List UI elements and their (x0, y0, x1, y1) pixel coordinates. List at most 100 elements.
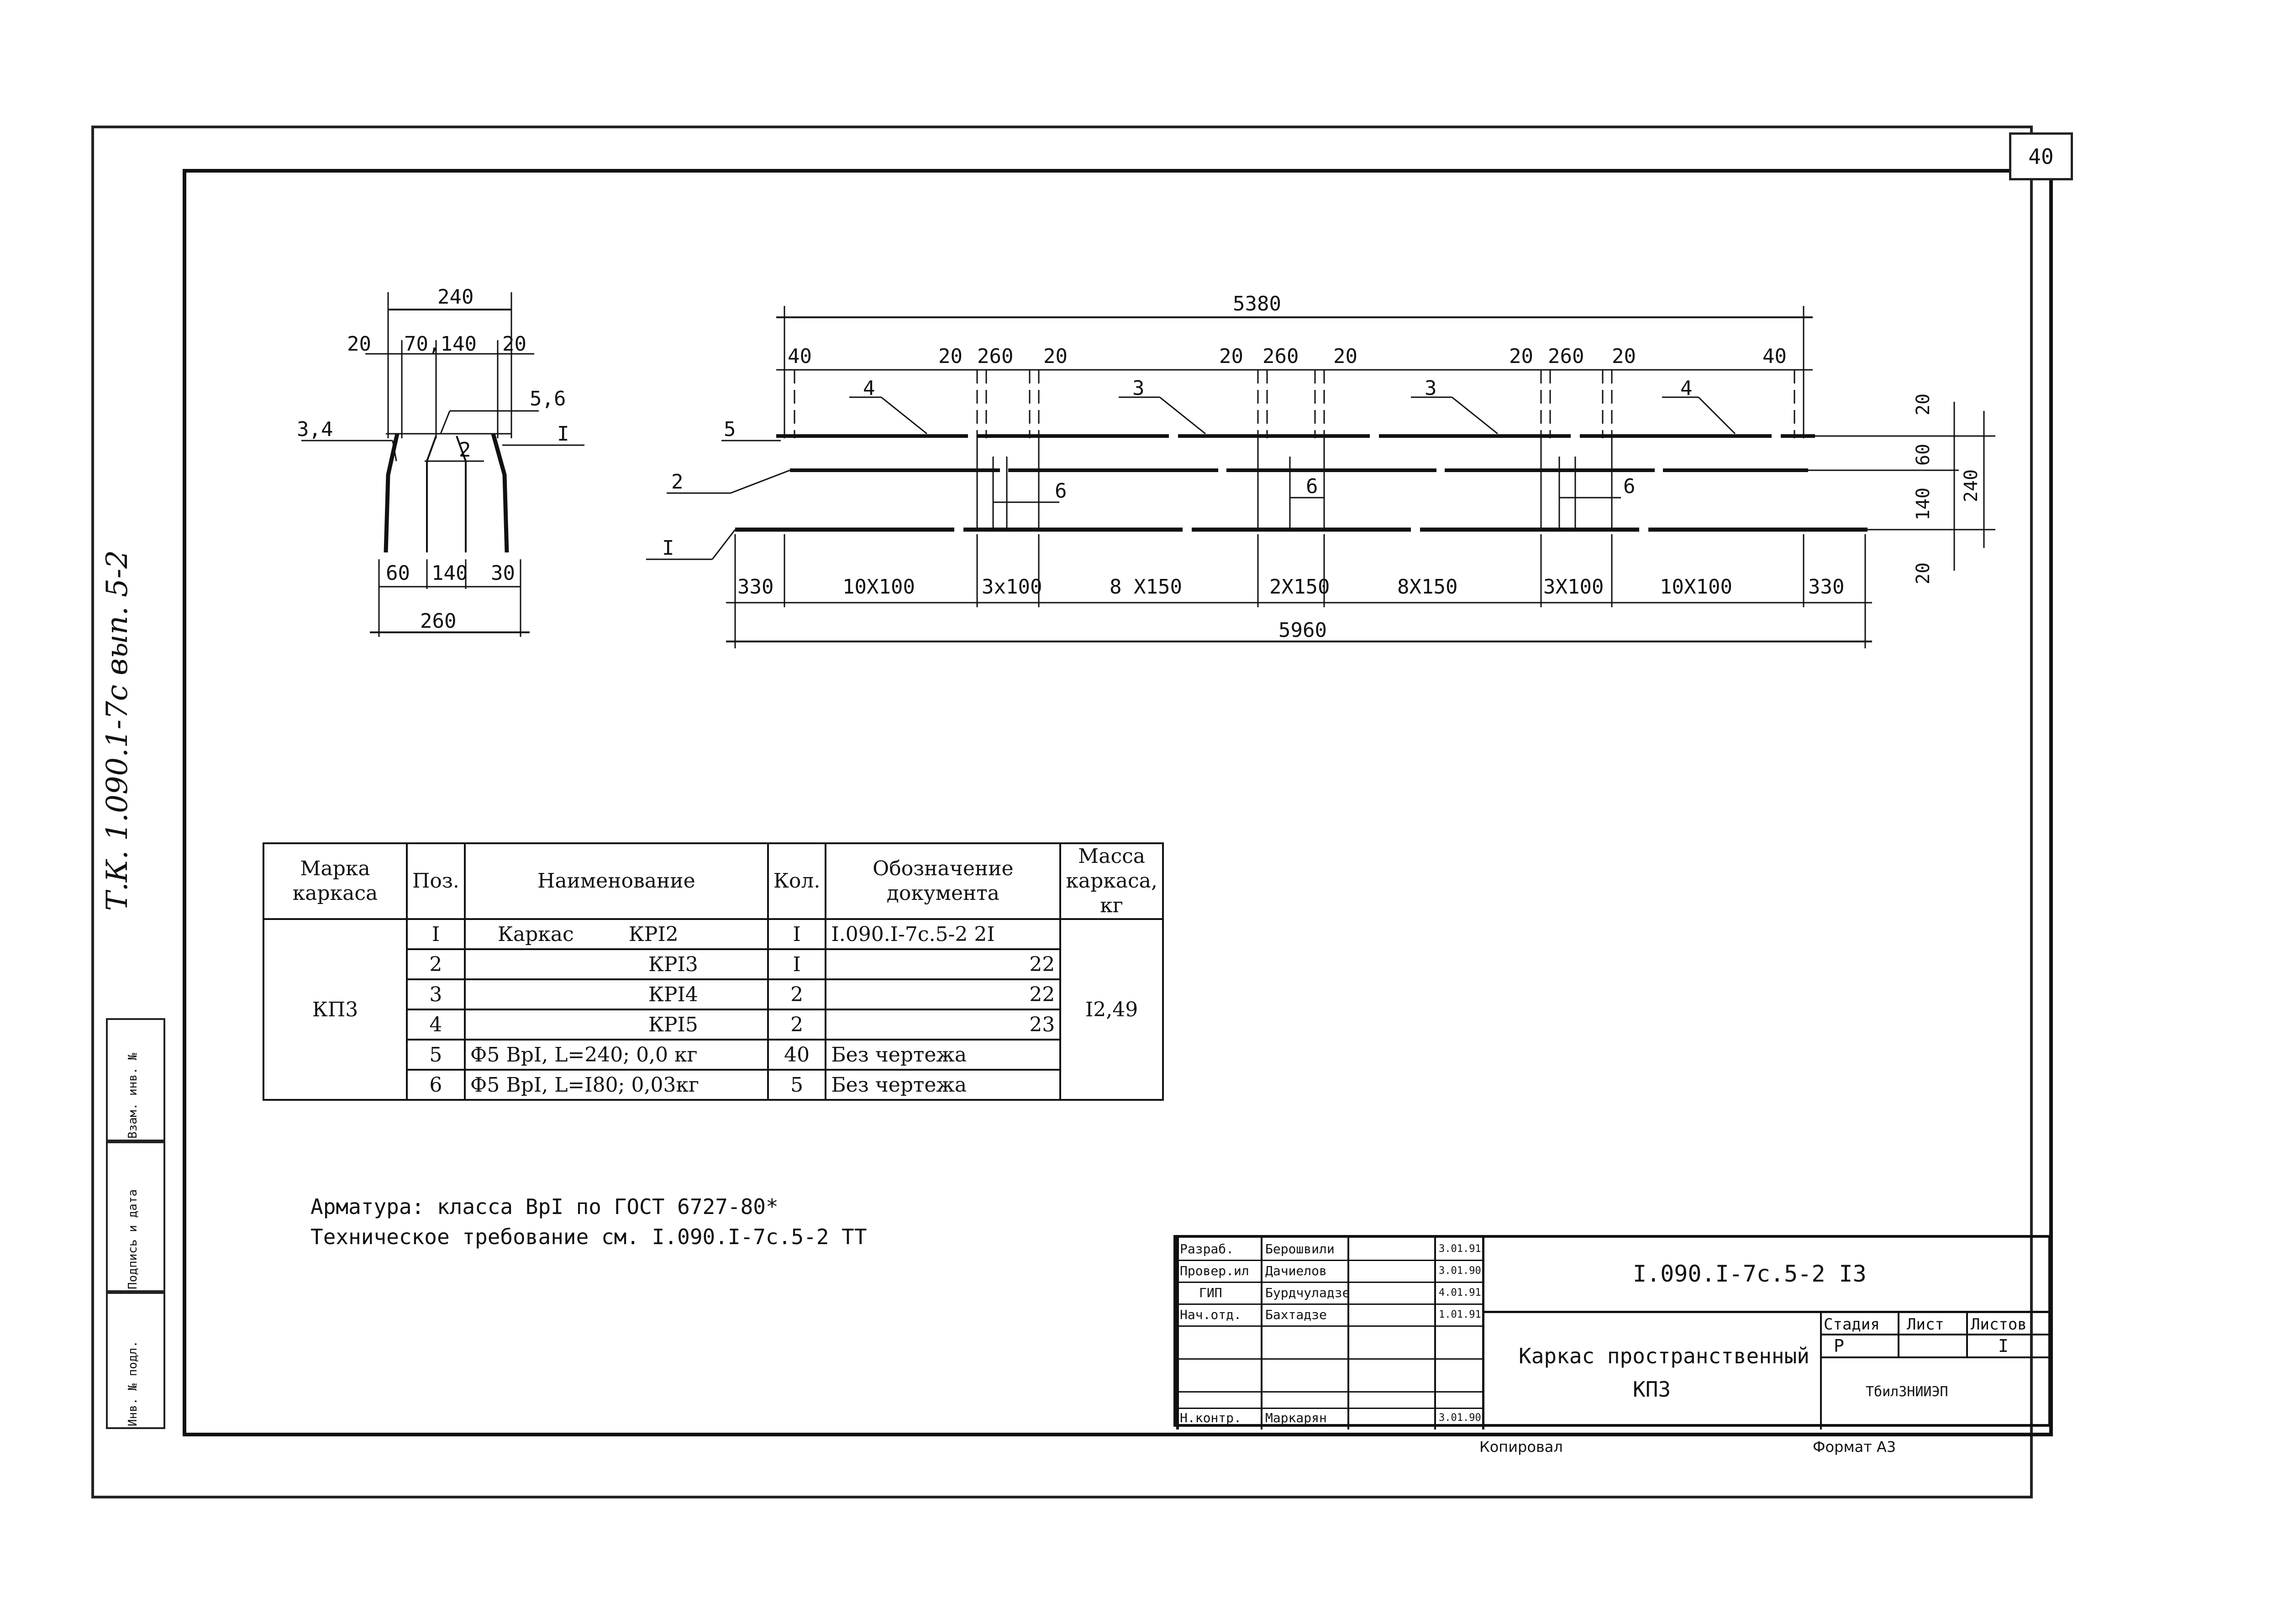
cell-mark: КП3 (263, 918, 408, 1101)
copied-by-label: Копировал (1479, 1438, 1563, 1456)
elev-bot-dim-1: 330 (737, 575, 773, 599)
elev-bot-dim-2: 10X100 (842, 575, 915, 599)
elev-top-dim-11: 40 (1762, 345, 1787, 368)
elev-bot-dim-6: 8X150 (1397, 575, 1457, 599)
elev-right-dim-20-bot: 20 (1913, 562, 1934, 584)
sheets-value: I (1998, 1336, 2009, 1356)
outer-frame (91, 126, 2033, 1498)
name-developer: Берошвили (1265, 1241, 1335, 1256)
name-dept-head: Бахтадзе (1265, 1307, 1327, 1322)
table-row: 5 Ф5 BpI, L=240; 0,0 кг 40 Без чертежа (263, 1039, 1163, 1071)
elev-top-dim-4: 20 (1043, 345, 1068, 368)
elev-label-5: 5 (724, 418, 736, 441)
elev-label-3b: 3 (1425, 377, 1437, 400)
section-drawing (301, 292, 584, 637)
date-developer: 3.01.91 (1439, 1243, 1481, 1255)
sheet-label: Лист (1907, 1315, 1944, 1334)
title-block: Разраб. Берошвили 3.01.91 Провер.ил Дачи… (1173, 1235, 2053, 1430)
header-mass: Масса каркаса, кг (1059, 842, 1164, 920)
header-pos: Поз. (406, 842, 466, 920)
elev-right-dim-60: 60 (1913, 444, 1934, 466)
elev-label-4a: 4 (863, 377, 875, 400)
role-dept-head: Нач.отд. (1180, 1307, 1241, 1322)
table-row: 3 КРI4 2 22 (263, 978, 1163, 1010)
elev-label-6a: 6 (1055, 479, 1067, 503)
cell-name: КРI4 (463, 978, 769, 1010)
stage-label: Стадия (1824, 1315, 1880, 1334)
elev-top-dim-1: 40 (788, 345, 812, 368)
elev-top-dim-8: 20 (1509, 345, 1533, 368)
section-dim-bot-mid: 140 (431, 562, 468, 585)
elevation-drawing (646, 306, 1995, 648)
section-dim-top-total: 240 (437, 285, 473, 309)
date-dept-head: 1.01.91 (1439, 1309, 1481, 1320)
elev-overall-top: 5380 (1233, 292, 1281, 315)
section-callout-right: I (557, 422, 569, 446)
name-norm-control: Маркарян (1265, 1410, 1327, 1425)
note-reinforcement: Арматура: класса BpI по ГОСТ 6727-80* (310, 1194, 779, 1219)
elev-overall-bottom: 5960 (1278, 619, 1327, 642)
sheet-number: 40 (2009, 132, 2073, 180)
section-callout-left: 3,4 (297, 418, 333, 441)
section-dim-bot-total: 260 (420, 610, 456, 633)
elev-bot-dim-5: 2X150 (1269, 575, 1330, 599)
elev-label-2: 2 (671, 470, 684, 494)
elev-top-dim-3: 260 (977, 345, 1013, 368)
elev-right-dim-140: 140 (1913, 488, 1934, 520)
elev-right-dim-total: 240 (1961, 469, 1982, 502)
document-code: I.090.I-7с.5-2 I3 (1633, 1261, 1867, 1287)
elev-label-6c: 6 (1623, 475, 1636, 498)
name-checker: Дачиелов (1265, 1263, 1327, 1278)
table-row: 2 КРI3 I 22 (263, 948, 1163, 980)
replacement-inventory-cell: Взам. инв. № (106, 1018, 165, 1141)
header-mark: Марка каркаса (263, 842, 408, 920)
table-row: 4 КРI5 2 23 (263, 1009, 1163, 1041)
cell-mass: I2,49 (1059, 918, 1164, 1101)
elev-right-dim-20-top: 20 (1913, 394, 1934, 415)
date-norm-control: 3.01.90 (1439, 1412, 1481, 1424)
elev-top-dim-9: 260 (1548, 345, 1584, 368)
date-checker: 3.01.90 (1439, 1265, 1481, 1277)
elev-top-dim-10: 20 (1612, 345, 1636, 368)
section-callout-center: 2 (459, 438, 471, 462)
header-doc: Обозначение документа (825, 842, 1062, 920)
role-checker: Провер.ил (1180, 1263, 1249, 1278)
name-gip: Бурдчуладзе (1265, 1285, 1350, 1300)
section-dim-top-mid: 70,140 (404, 332, 477, 356)
role-gip: ГИП (1199, 1285, 1222, 1300)
elev-bot-dim-4: 8 X150 (1110, 575, 1182, 599)
section-dim-bot-right: 30 (491, 562, 515, 585)
role-norm-control: Н.контр. (1180, 1410, 1241, 1425)
drawing-frame (183, 169, 2053, 1436)
header-name: Наименование (463, 842, 769, 920)
elev-label-3a: 3 (1132, 377, 1145, 400)
cell-name: КРI3 (463, 948, 769, 980)
stage-value: Р (1834, 1336, 1844, 1356)
side-inventory-strip: Инв. № подл. Подпись и дата Взам. инв. № (106, 1018, 165, 1429)
elev-top-dim-6: 260 (1262, 345, 1299, 368)
date-gip: 4.01.91 (1439, 1287, 1481, 1298)
title-line-2: КП3 (1633, 1377, 1671, 1402)
elev-label-1: I (662, 536, 674, 560)
section-dim-top-left: 20 (347, 332, 371, 356)
elev-bot-dim-9: 330 (1808, 575, 1844, 599)
header-qty: Кол. (767, 842, 827, 920)
elev-bot-dim-3: 3x100 (982, 575, 1042, 599)
specification-table: Марка каркаса Поз. Наименование Кол. Обо… (263, 842, 1164, 1101)
notes: Арматура: класса BpI по ГОСТ 6727-80* Те… (310, 1192, 867, 1252)
spec-header-row: Марка каркаса Поз. Наименование Кол. Обо… (263, 842, 1164, 920)
elev-top-dim-7: 20 (1333, 345, 1357, 368)
section-dim-top-right: 20 (502, 332, 526, 356)
elev-label-6b: 6 (1306, 475, 1318, 498)
organization: ТбилЗНИИЭП (1866, 1384, 1948, 1400)
sheets-label: Листов (1971, 1315, 2027, 1334)
elev-top-dim-5: 20 (1219, 345, 1243, 368)
section-callout-right-top: 5,6 (530, 387, 566, 410)
cell-name: КРI5 (463, 1009, 769, 1041)
note-technical-requirements: Техническое требование см. I.090.I-7с.5-… (310, 1225, 867, 1249)
inventory-number-cell: Инв. № подл. (106, 1292, 165, 1429)
title-line-1: Каркас пространственный (1519, 1344, 1810, 1368)
